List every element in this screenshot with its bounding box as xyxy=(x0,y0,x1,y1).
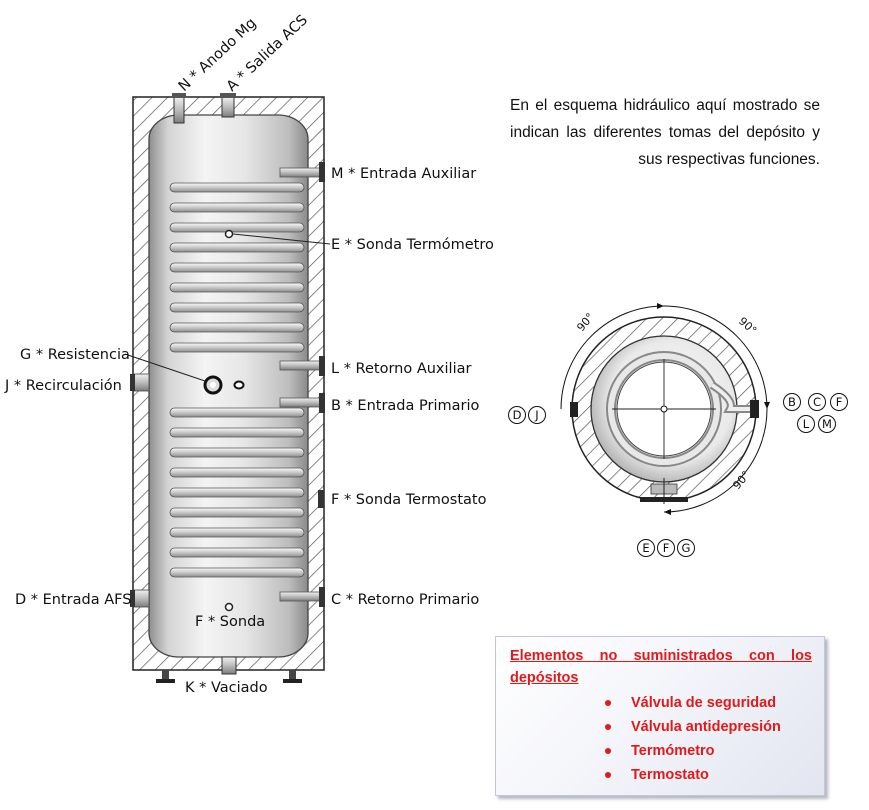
label-k-vaciado: K * Vaciado xyxy=(185,680,268,696)
list-item: Válvula de seguridad xyxy=(601,691,812,715)
letter-b: B xyxy=(788,395,796,409)
letter-d: D xyxy=(513,408,522,422)
plan-view: 90° 90° 90° D J xyxy=(508,303,848,557)
letter-f: F xyxy=(836,395,843,409)
letter-g: G xyxy=(682,541,691,555)
label-m-entrada-auxiliar: M * Entrada Auxiliar xyxy=(331,166,476,182)
list-item: Termostato xyxy=(601,763,812,787)
angle-top-right: 90° xyxy=(736,315,759,338)
note-box: Elementos no suministrados con los depós… xyxy=(495,636,825,796)
letter-j: J xyxy=(534,408,538,422)
note-list: Válvula de seguridad Válvula antidepresi… xyxy=(510,691,812,787)
note-title-continued: depósitos xyxy=(510,670,579,686)
letter-m: M xyxy=(822,417,832,431)
intro-text: En el esquema hidráulico aquí mostrado s… xyxy=(510,97,820,168)
letter-c: C xyxy=(813,395,821,409)
label-l-retorno-auxiliar: L * Retorno Auxiliar xyxy=(331,361,471,377)
label-g-resistencia: G * Resistencia xyxy=(20,347,130,363)
label-a-salida: A * Salida ACS xyxy=(224,12,311,95)
label-j-recirculacion: J * Recirculación xyxy=(4,378,122,394)
label-d-entrada-afs: D * Entrada AFS xyxy=(15,592,131,608)
label-f-sonda-termostato: F * Sonda Termostato xyxy=(331,492,487,508)
letter-e: E xyxy=(642,541,649,555)
angle-top-left: 90° xyxy=(574,311,596,334)
label-b-entrada-primario: B * Entrada Primario xyxy=(331,398,479,414)
label-e-sonda-termometro: E * Sonda Termómetro xyxy=(331,237,494,253)
plan-letters-bottom: E F G xyxy=(637,539,695,557)
letter-f-bottom: F xyxy=(663,541,670,555)
label-f-sonda: F * Sonda xyxy=(195,614,265,630)
plan-letters-left: D J xyxy=(508,406,546,424)
note-title: Elementos no suministrados con los xyxy=(510,648,812,664)
label-c-retorno-primario: C * Retorno Primario xyxy=(331,592,479,608)
letter-l: L xyxy=(803,417,810,431)
tank-section xyxy=(124,93,331,683)
list-item: Válvula antidepresión xyxy=(601,715,812,739)
list-item: Termómetro xyxy=(601,739,812,763)
plan-letters-right: B C F L M xyxy=(783,393,848,433)
angle-bottom-right: 90° xyxy=(730,469,752,492)
